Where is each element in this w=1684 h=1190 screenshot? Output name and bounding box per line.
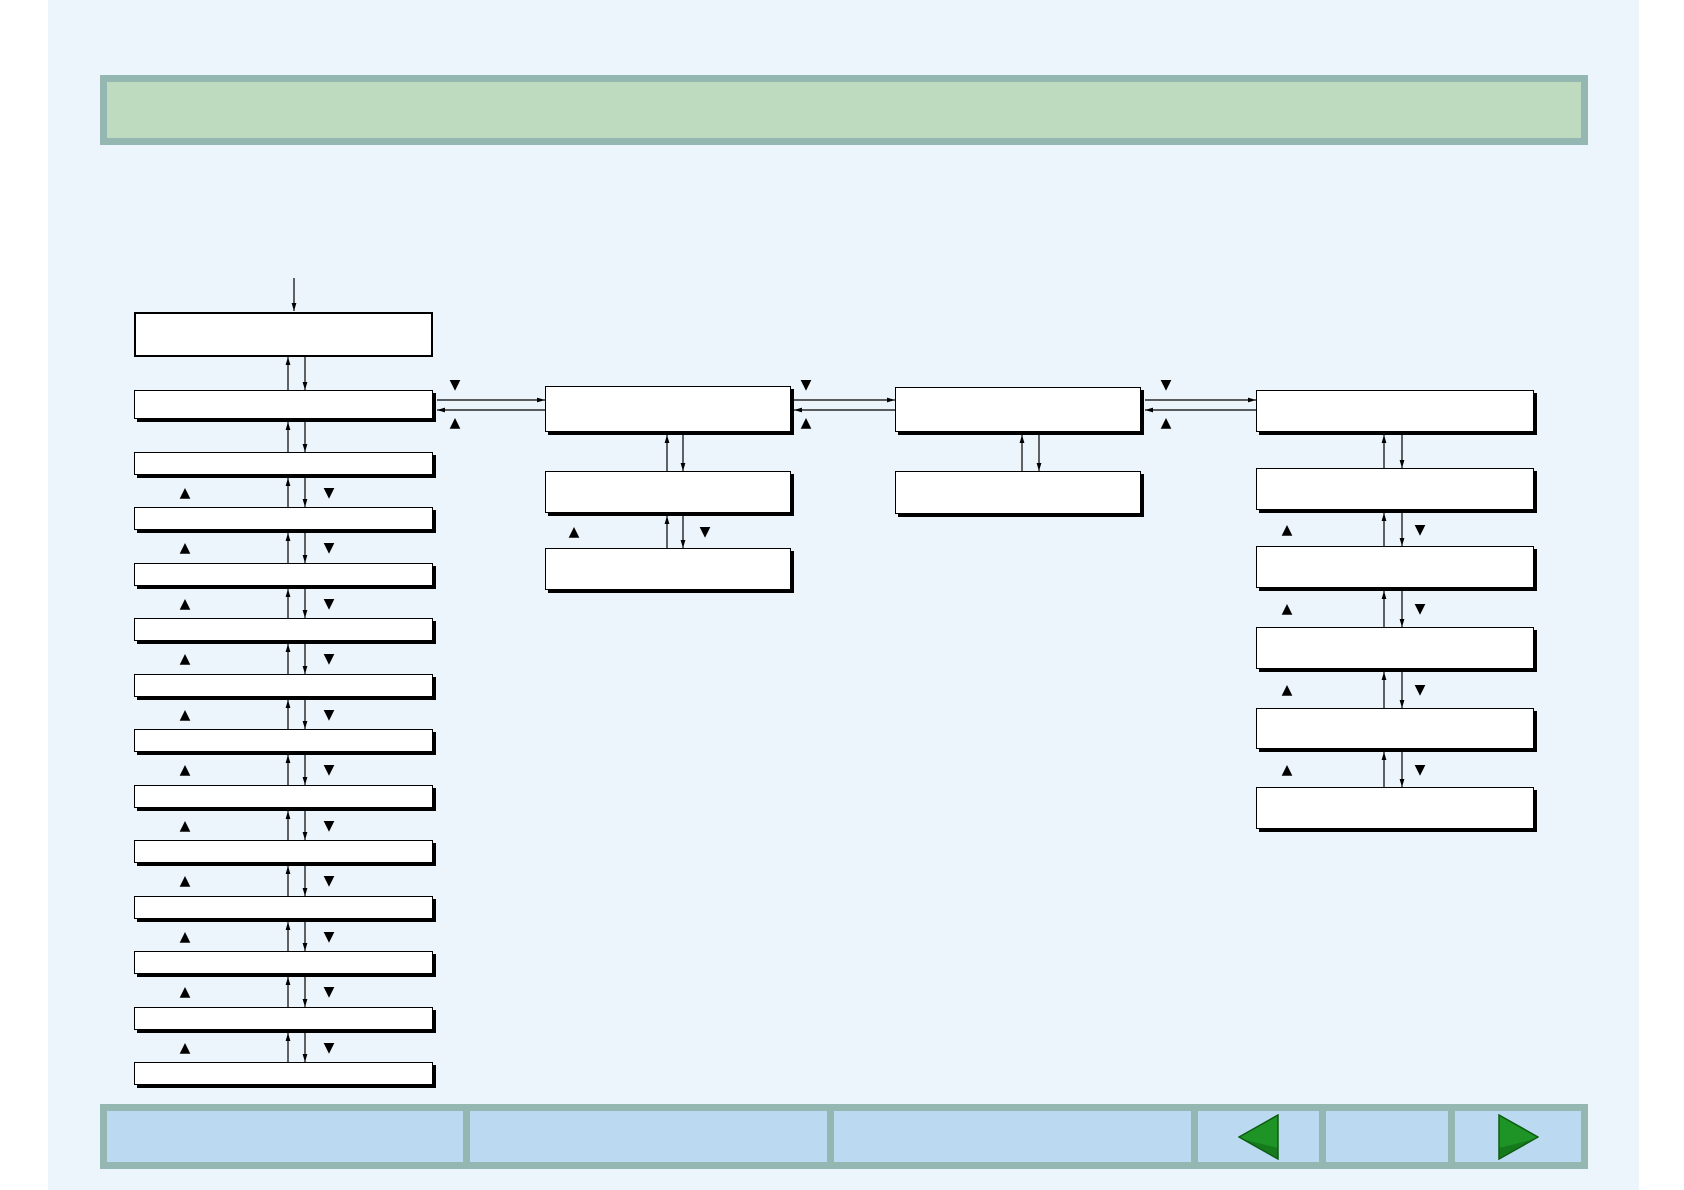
left-triangle-shade (1246, 1139, 1278, 1158)
up-key-marker: ▲ (179, 540, 191, 556)
menu-node (134, 507, 433, 530)
menu-node (134, 1062, 433, 1085)
down-key-marker: ▼ (323, 873, 335, 889)
footer-nav-button[interactable] (107, 1111, 463, 1162)
menu-node (134, 618, 433, 641)
up-key-marker: ▲ (1281, 761, 1293, 778)
up-key-marker: ▲ (179, 484, 191, 501)
up-key-marker: ▲ (1281, 682, 1293, 698)
down-key-marker: ▼ (1414, 521, 1426, 538)
down-key-marker: ▼ (699, 524, 711, 540)
down-key-marker: ▼ (449, 377, 461, 393)
previous-page-button[interactable] (1198, 1111, 1319, 1162)
next-page-button[interactable] (1455, 1111, 1581, 1162)
menu-node (134, 674, 433, 697)
down-key-marker: ▼ (323, 540, 335, 556)
menu-node (134, 951, 433, 974)
down-key-marker: ▼ (323, 484, 335, 501)
up-key-marker: ▲ (179, 817, 191, 834)
up-key-marker: ▲ (179, 706, 191, 723)
footer-nav-button[interactable] (834, 1111, 1191, 1162)
down-key-marker: ▼ (1160, 377, 1172, 393)
menu-node (134, 896, 433, 919)
right-triangle-icon[interactable] (1497, 1113, 1539, 1160)
menu-node (1256, 787, 1534, 829)
menu-node (134, 785, 433, 808)
up-key-marker: ▲ (179, 984, 191, 1000)
menu-node (1256, 546, 1534, 588)
left-triangle-shape (1238, 1113, 1279, 1160)
menu-node (545, 548, 791, 590)
menu-node (134, 729, 433, 752)
down-key-marker: ▼ (323, 595, 335, 612)
right-triangle-shape (1497, 1113, 1539, 1160)
up-key-marker: ▲ (449, 415, 461, 431)
menu-node (545, 471, 791, 513)
up-key-marker: ▲ (179, 1039, 191, 1056)
down-key-marker: ▼ (1414, 682, 1426, 698)
menu-node (895, 471, 1141, 514)
down-key-marker: ▼ (1414, 761, 1426, 778)
start-node (134, 312, 433, 357)
down-key-marker: ▼ (323, 928, 335, 945)
right-triangle-shade (1498, 1139, 1531, 1158)
footer-nav-bar (100, 1104, 1588, 1169)
down-key-marker: ▼ (1414, 601, 1426, 617)
up-key-marker: ▲ (179, 651, 191, 667)
up-key-marker: ▲ (1281, 521, 1293, 538)
menu-node (134, 840, 433, 863)
menu-node (1256, 627, 1534, 669)
up-key-marker: ▲ (1160, 415, 1172, 431)
down-key-marker: ▼ (323, 706, 335, 723)
up-key-marker: ▲ (179, 928, 191, 945)
down-key-marker: ▼ (323, 1039, 335, 1056)
left-triangle-icon[interactable] (1238, 1113, 1279, 1160)
down-key-marker: ▼ (323, 817, 335, 834)
page-panel (48, 0, 1639, 1190)
up-key-marker: ▲ (179, 873, 191, 889)
menu-node (1256, 390, 1534, 432)
down-key-marker: ▼ (323, 984, 335, 1000)
down-key-marker: ▼ (323, 762, 335, 778)
up-key-marker: ▲ (179, 762, 191, 778)
up-key-marker: ▲ (1281, 601, 1293, 617)
down-key-marker: ▼ (800, 377, 812, 393)
menu-node (134, 390, 433, 419)
footer-middle-cell (1326, 1111, 1448, 1162)
up-key-marker: ▲ (800, 415, 812, 431)
menu-node (545, 386, 791, 432)
footer-nav-button[interactable] (470, 1111, 827, 1162)
menu-node (134, 1007, 433, 1030)
menu-node (134, 452, 433, 475)
menu-node (1256, 708, 1534, 749)
page-title-bar (100, 75, 1588, 145)
menu-node (895, 387, 1141, 432)
up-key-marker: ▲ (179, 595, 191, 612)
menu-node (134, 563, 433, 586)
menu-node (1256, 468, 1534, 510)
up-key-marker: ▲ (568, 524, 580, 540)
down-key-marker: ▼ (323, 651, 335, 667)
